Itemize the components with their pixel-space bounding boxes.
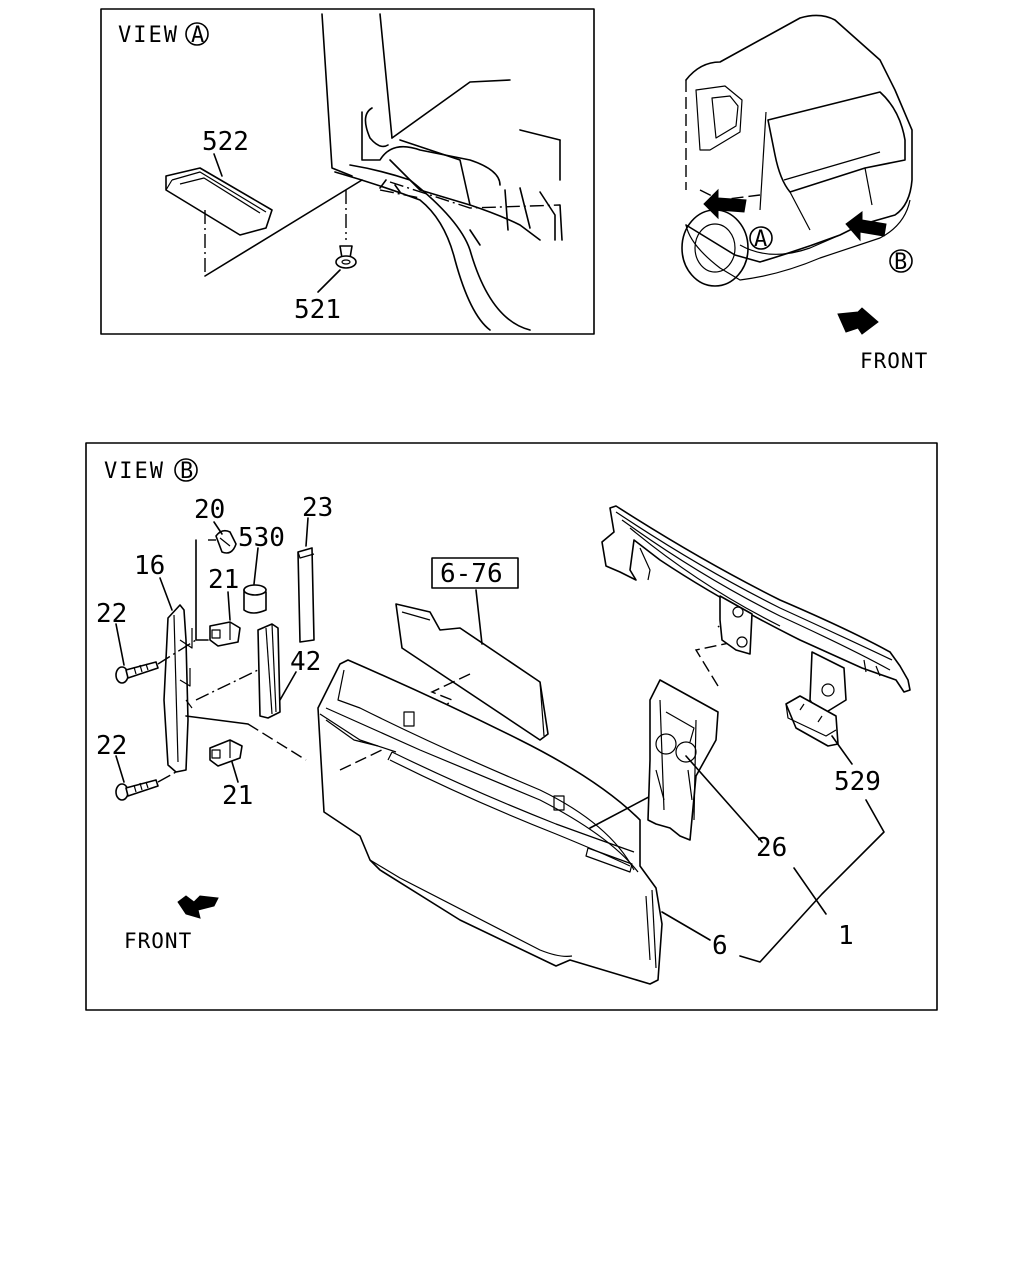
part-20-clip [215,529,237,554]
leader-6-76 [475,589,483,645]
view-a-panel: VIEW A [100,8,595,335]
truck-wheel [681,209,749,287]
view-a-frame [100,8,595,335]
leader-20 [213,521,223,535]
leader-529 [831,735,853,765]
label-22-lower: 22 [96,731,127,761]
part-530-cap [243,584,267,614]
leader-22-lower [115,755,125,783]
part-6-76-insulator [395,603,549,741]
view-b-arrow-icon [845,211,887,242]
overview-marker-b-letter: B [894,250,909,275]
view-b-title: VIEW [104,459,165,484]
overview-marker-b-circle [889,249,913,273]
guide-line-panel-bracket [339,747,387,771]
label-1: 1 [838,921,854,951]
label-6: 6 [712,931,728,961]
view-b-front-arrow-icon [177,895,219,919]
label-42: 42 [290,647,321,677]
assembly-bracket [739,799,885,963]
label-21-upper: 21 [208,565,239,595]
view-b-marker-letter: B [180,459,195,484]
view-a-arrow-icon [703,188,747,220]
overview-marker-a-circle [749,226,773,250]
label-26: 26 [756,833,787,863]
cab-interior-outline [321,13,563,331]
label-521: 521 [294,295,341,325]
leader-1 [793,867,827,915]
part-6-front-panel [317,659,663,985]
truck-overview: A B FRONT [681,14,928,373]
part-16-side-bracket [163,604,193,773]
view-b-panel: VIEW B 16 20 530 [85,442,938,1011]
label-530: 530 [238,523,285,553]
label-6-76: 6-76 [440,559,503,589]
part-21-upper-clip [209,621,241,647]
part-521-clip [335,245,357,269]
leader-21-upper [227,591,231,621]
guide-line-522-diagonal [204,179,363,277]
part-23-strip [297,547,315,643]
guide-line-panel-left [247,723,307,761]
guide-line-22-upper [157,639,197,665]
label-22-upper: 22 [96,599,127,629]
label-20: 20 [194,495,225,525]
label-23: 23 [302,493,333,523]
label-21-lower: 21 [222,781,253,811]
leader-42 [279,671,297,701]
view-b-frame [85,442,938,1011]
part-522-step-plate [165,167,273,236]
part-21-lower-clip [209,739,243,767]
view-a-title: VIEW [118,23,179,48]
guide-line-20 [195,539,209,641]
upper-crossmember [601,505,911,717]
guide-line-6-76 [409,673,471,719]
guide-line-42 [195,669,259,701]
label-522: 522 [202,127,249,157]
part-42-seal [257,623,281,719]
guide-line-16-panel [185,715,249,725]
leader-21-lower [231,761,239,783]
label-16: 16 [134,551,165,581]
part-22-upper-screw [115,661,159,684]
leader-26 [685,755,763,843]
view-a-marker-circle [185,22,209,46]
leader-521 [317,269,341,293]
part-26-center-bracket [647,679,719,841]
view-b-marker-circle [174,458,198,482]
overview-marker-a-letter: A [754,227,769,252]
leader-16 [159,577,173,611]
leader-530 [253,547,259,585]
part-22-lower-screw [115,779,159,801]
view-a-marker-letter: A [191,23,206,48]
leader-23 [305,517,309,547]
view-b-front-label: FRONT [124,929,192,953]
leader-22-upper [115,623,125,666]
leader-522 [213,153,223,177]
label-529: 529 [834,767,881,797]
overview-front-label: FRONT [860,349,928,373]
guide-line-22-lower [157,771,177,783]
leader-6 [661,911,711,941]
label-6-76-box [431,557,519,589]
front-arrow-icon [837,307,879,335]
